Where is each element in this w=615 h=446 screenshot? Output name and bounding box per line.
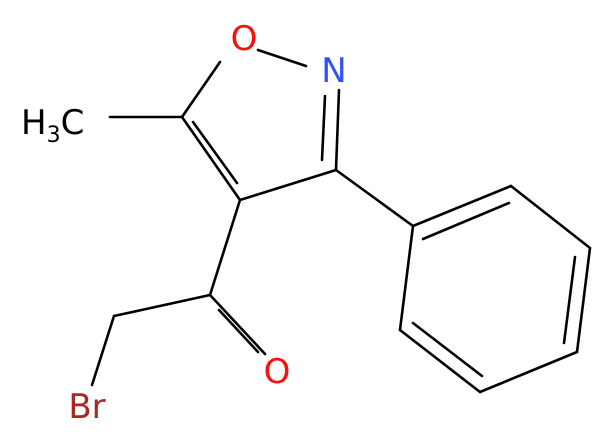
bond-c3-phenyl — [334, 168, 415, 228]
bond-ch2-br — [90, 314, 116, 387]
bond-carbonyl-o — [208, 293, 267, 356]
atom-methyl: H3C — [21, 103, 84, 148]
bond-c3-c4 — [238, 168, 338, 202]
bond-ph3-ph4 — [575, 246, 592, 354]
bond-carbonyl-ch2 — [112, 293, 212, 318]
bond-o1-n2 — [256, 48, 308, 68]
bond-n2-c3-inner — [320, 94, 327, 162]
methyl-subscript: 3 — [47, 123, 61, 148]
bond-ph1-ph2-inner — [421, 201, 511, 241]
methyl-h: H — [21, 103, 47, 143]
bond-c5-o1 — [180, 60, 222, 119]
bond-carbonyl-o-inner — [217, 308, 260, 354]
atom-nitrogen: N — [321, 51, 346, 91]
bond-ph5-ph6-inner — [411, 321, 484, 378]
bond-ph4-ph5 — [478, 350, 579, 394]
bond-n2-c3 — [334, 88, 341, 172]
bond-ph5-ph6 — [398, 328, 482, 394]
atom-oxygen-ring: O — [231, 19, 258, 59]
methyl-c: C — [61, 103, 85, 143]
atom-oxygen-carbonyl: O — [264, 352, 291, 392]
bond-c4-carbonyl — [208, 198, 242, 297]
bond-ph6-ph1 — [398, 224, 415, 332]
bond-c4-c5-inner — [191, 120, 239, 185]
bond-ph3-ph4-inner — [562, 255, 577, 345]
bond-c4-c5 — [180, 115, 242, 202]
atom-bromine: Br — [68, 387, 105, 427]
bond-ph2-ph3 — [509, 184, 592, 250]
bond-ph1-ph2 — [411, 184, 513, 228]
